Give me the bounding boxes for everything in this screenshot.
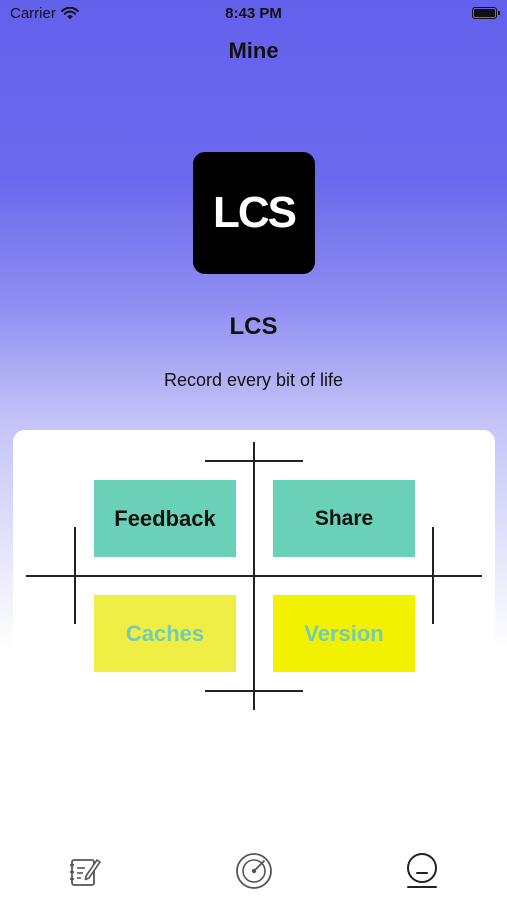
notebook-edit-icon	[70, 859, 101, 886]
tab-bar	[0, 845, 507, 900]
tab-explore[interactable]	[234, 851, 274, 891]
app-slogan: Record every bit of life	[163, 370, 344, 390]
app-name: LCS	[229, 313, 278, 340]
version-label: Version	[304, 620, 384, 646]
divider-bottom-short	[205, 690, 303, 692]
feedback-button[interactable]: Feedback	[94, 480, 236, 557]
divider-left-short	[74, 527, 76, 624]
divider-right-short	[432, 527, 434, 624]
divider-top-short	[205, 460, 303, 462]
app-logo: LCS	[193, 152, 315, 274]
actions-card: Feedback Share Caches Version	[13, 430, 495, 730]
wifi-icon	[61, 7, 79, 20]
divider-horizontal-center	[26, 575, 482, 577]
version-button[interactable]: Version	[273, 595, 415, 672]
tab-record[interactable]	[64, 851, 104, 891]
status-time: 8:43 PM	[225, 5, 282, 22]
tab-mine[interactable]	[402, 851, 442, 891]
share-button[interactable]: Share	[273, 480, 415, 557]
page-title: Mine	[228, 38, 279, 63]
battery-icon	[472, 7, 500, 19]
radar-icon	[236, 853, 272, 889]
carrier-label: Carrier	[10, 5, 56, 22]
logo-text: LCS	[213, 188, 297, 237]
caches-label: Caches	[125, 620, 205, 646]
carrier-info: Carrier	[10, 5, 79, 22]
share-label: Share	[314, 506, 374, 530]
profile-icon	[407, 853, 437, 888]
feedback-label: Feedback	[114, 505, 216, 531]
caches-button[interactable]: Caches	[94, 595, 236, 672]
status-bar: Carrier 8:43 PM	[0, 0, 507, 28]
